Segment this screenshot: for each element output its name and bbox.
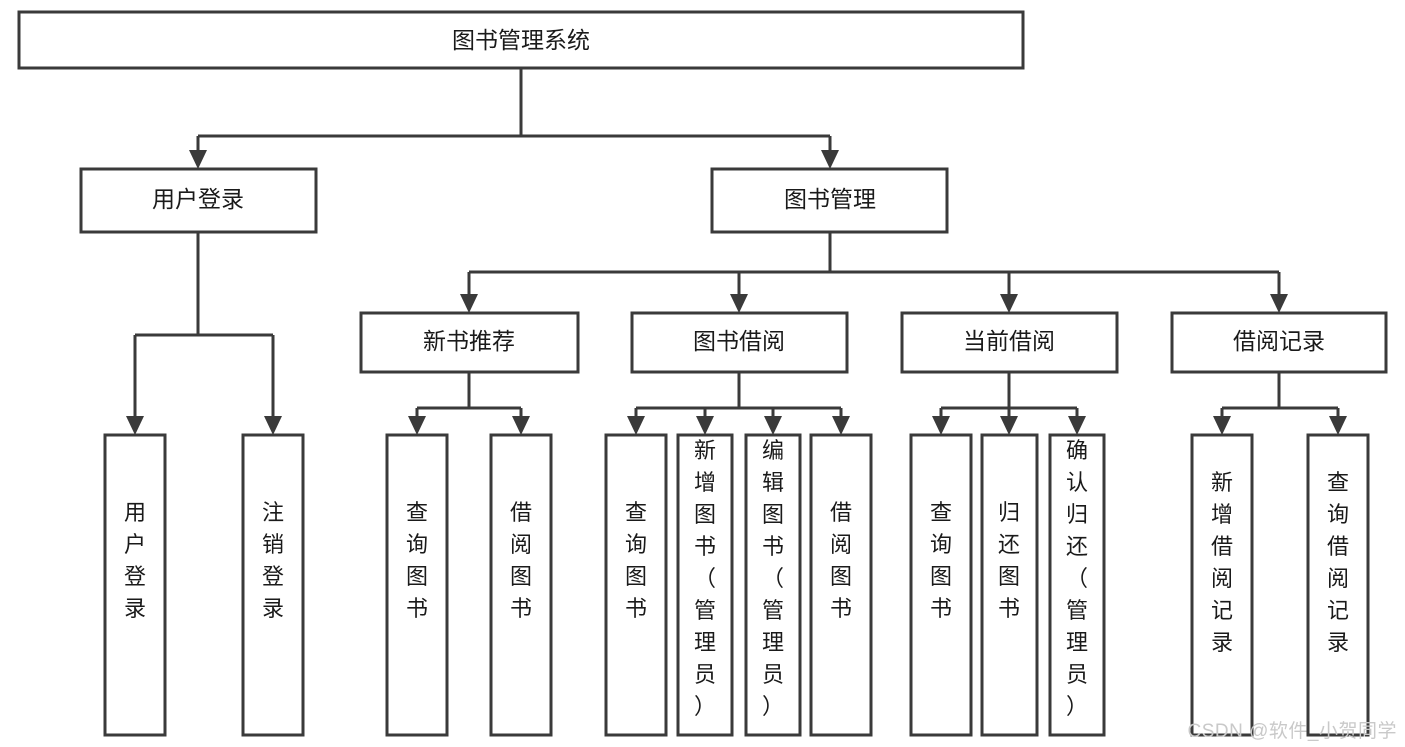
node-leaf-cur-query-box[interactable] xyxy=(909,433,973,737)
arrowhead-leaf-borrow-query xyxy=(627,416,645,435)
node-user-login[interactable]: 用户登录 xyxy=(79,167,318,234)
connector-group-root xyxy=(189,68,839,169)
node-root-box[interactable] xyxy=(17,10,1025,70)
node-leaf-borrow-add[interactable]: 新增图书（管理员） xyxy=(676,433,734,737)
connector-group-user-login xyxy=(126,232,282,435)
arrowhead-leaf-cur-return xyxy=(1000,416,1018,435)
node-book-manage-label: 图书管理 xyxy=(784,186,876,212)
connector-group-new-book-rec xyxy=(408,372,530,435)
node-leaf-cur-confirm-label: 确认归还（管理员） xyxy=(1066,438,1088,719)
arrowhead-leaf-rec-borrow xyxy=(512,416,530,435)
arrowhead-leaf-user-logout xyxy=(264,416,282,435)
node-leaf-rec-borrow-label: 借阅图书 xyxy=(510,500,532,621)
node-current-borrow-box[interactable] xyxy=(900,311,1119,374)
node-leaf-borrow-query-box[interactable] xyxy=(604,433,668,737)
node-leaf-borrow-edit-box[interactable] xyxy=(744,433,802,737)
csdn-watermark: CSDN @软件_小贺同学 xyxy=(1187,721,1397,742)
node-leaf-rec-add-label: 新增借阅记录 xyxy=(1211,470,1233,655)
node-leaf-borrow-lend[interactable]: 借阅图书 xyxy=(809,433,873,737)
arrowhead-leaf-borrow-lend xyxy=(832,416,850,435)
node-user-login-label: 用户登录 xyxy=(152,186,244,212)
connector-group-book-manage xyxy=(460,232,1288,313)
node-leaf-cur-query-label: 查询图书 xyxy=(930,500,952,621)
arrowhead-book-manage xyxy=(821,150,839,169)
arrowhead-borrow-record xyxy=(1270,294,1288,313)
node-new-book-rec-label: 新书推荐 xyxy=(423,328,515,354)
node-leaf-user-login[interactable]: 用户登录 xyxy=(103,433,167,737)
node-leaf-borrow-query[interactable]: 查询图书 xyxy=(604,433,668,737)
arrowhead-leaf-cur-query xyxy=(932,416,950,435)
arrowhead-user-login xyxy=(189,150,207,169)
node-new-book-rec[interactable]: 新书推荐 xyxy=(359,311,580,374)
node-leaf-cur-return-label: 归还图书 xyxy=(998,500,1020,621)
node-leaf-user-login-box[interactable] xyxy=(103,433,167,737)
node-leaf-user-login-label: 用户登录 xyxy=(124,500,146,621)
arrowhead-current-borrow xyxy=(1000,294,1018,313)
node-leaf-borrow-edit-label: 编辑图书（管理员） xyxy=(762,438,784,719)
node-leaf-user-logout-label: 注销登录 xyxy=(262,500,284,621)
node-root[interactable]: 图书管理系统 xyxy=(17,10,1025,70)
node-leaf-user-logout-box[interactable] xyxy=(241,433,305,737)
arrowhead-new-book-rec xyxy=(460,294,478,313)
node-current-borrow[interactable]: 当前借阅 xyxy=(900,311,1119,374)
node-leaf-cur-return-box[interactable] xyxy=(980,433,1039,737)
arrowhead-leaf-user-login xyxy=(126,416,144,435)
node-leaf-rec-query-box[interactable] xyxy=(385,433,449,737)
node-leaf-rec-borrow-box[interactable] xyxy=(489,433,553,737)
node-book-manage-box[interactable] xyxy=(710,167,949,234)
node-leaf-rec-add[interactable]: 新增借阅记录 xyxy=(1190,433,1254,737)
node-leaf-rec-query2-box[interactable] xyxy=(1306,433,1370,737)
arrowhead-leaf-rec-query2 xyxy=(1329,416,1347,435)
connector-group-borrow-record xyxy=(1213,372,1347,435)
arrowhead-leaf-rec-query xyxy=(408,416,426,435)
node-book-borrow-box[interactable] xyxy=(630,311,849,374)
node-borrow-record[interactable]: 借阅记录 xyxy=(1170,311,1388,374)
node-book-borrow-label: 图书借阅 xyxy=(693,328,785,354)
node-leaf-rec-add-box[interactable] xyxy=(1190,433,1254,737)
node-leaf-cur-return[interactable]: 归还图书 xyxy=(980,433,1039,737)
node-leaf-borrow-lend-label: 借阅图书 xyxy=(830,500,852,621)
arrowhead-leaf-borrow-edit xyxy=(764,416,782,435)
node-leaf-rec-query2[interactable]: 查询借阅记录 xyxy=(1306,433,1370,737)
node-leaf-rec-borrow[interactable]: 借阅图书 xyxy=(489,433,553,737)
node-leaf-cur-confirm[interactable]: 确认归还（管理员） xyxy=(1048,433,1106,737)
arrowhead-book-borrow xyxy=(730,294,748,313)
node-book-manage[interactable]: 图书管理 xyxy=(710,167,949,234)
node-new-book-rec-box[interactable] xyxy=(359,311,580,374)
node-leaf-rec-query[interactable]: 查询图书 xyxy=(385,433,449,737)
node-current-borrow-label: 当前借阅 xyxy=(963,328,1055,354)
arrowhead-leaf-rec-add xyxy=(1213,416,1231,435)
node-leaf-rec-query-label: 查询图书 xyxy=(406,500,428,621)
node-root-label: 图书管理系统 xyxy=(452,27,590,53)
node-borrow-record-box[interactable] xyxy=(1170,311,1388,374)
node-book-borrow[interactable]: 图书借阅 xyxy=(630,311,849,374)
arrowhead-leaf-cur-confirm xyxy=(1068,416,1086,435)
node-leaf-borrow-add-box[interactable] xyxy=(676,433,734,737)
node-leaf-user-logout[interactable]: 注销登录 xyxy=(241,433,305,737)
node-leaf-borrow-lend-box[interactable] xyxy=(809,433,873,737)
connector-group-book-borrow xyxy=(627,372,850,435)
node-leaf-borrow-query-label: 查询图书 xyxy=(625,500,647,621)
node-leaf-borrow-edit[interactable]: 编辑图书（管理员） xyxy=(744,433,802,737)
connector-group-current-borrow xyxy=(932,372,1086,435)
node-leaf-borrow-add-label: 新增图书（管理员） xyxy=(694,438,716,719)
node-leaf-cur-confirm-box[interactable] xyxy=(1048,433,1106,737)
arrowhead-leaf-borrow-add xyxy=(696,416,714,435)
node-user-login-box[interactable] xyxy=(79,167,318,234)
node-leaf-rec-query2-label: 查询借阅记录 xyxy=(1327,470,1349,655)
node-leaf-cur-query[interactable]: 查询图书 xyxy=(909,433,973,737)
node-borrow-record-label: 借阅记录 xyxy=(1233,328,1325,354)
